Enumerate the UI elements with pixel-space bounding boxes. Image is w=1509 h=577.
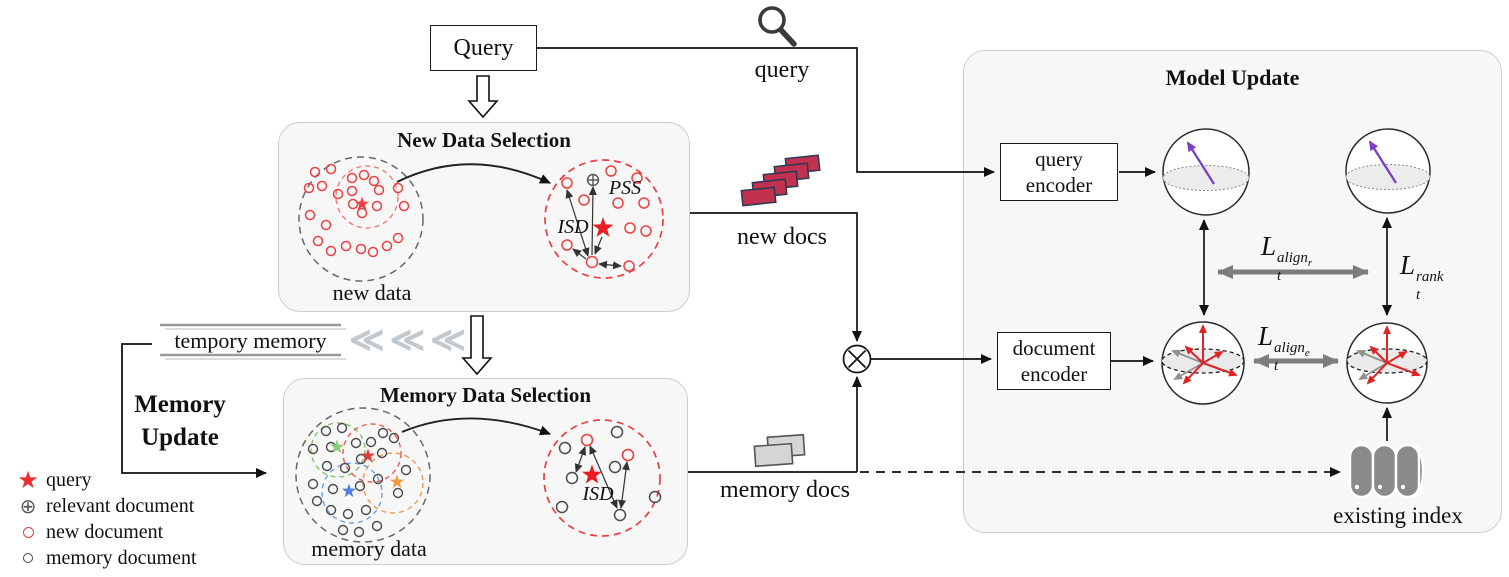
new-data-cluster-label: new data [332, 280, 412, 305]
model-update-title: Model Update [1165, 65, 1300, 90]
legend-label: new document [46, 520, 164, 543]
query-embedding-sphere-current [1162, 128, 1250, 216]
new-docs-stack-icon [740, 154, 821, 207]
legend-row-relevant-document: ⊕ relevant document [10, 493, 197, 519]
document-encoder-label: document encoder [1012, 335, 1096, 386]
legend-row-memory-document: memory document [10, 545, 197, 571]
existing-index-label: existing index [1333, 503, 1463, 528]
existing-index-database-icon [1348, 443, 1425, 499]
new-data-selection-panel: New Data Selection [278, 122, 690, 312]
new-docs-label: new docs [737, 224, 827, 250]
isd-label-new: ISD [557, 216, 589, 238]
legend-row-query: ★ query [10, 467, 197, 493]
query-encoder-box: query encoder [1000, 143, 1118, 201]
memory-data-cluster [295, 407, 551, 543]
tempory-memory-rules [160, 323, 346, 360]
chevrons-icon: ≪≪≪ [349, 322, 471, 359]
memory-update-arrow [121, 343, 267, 478]
query-flow-line [537, 47, 995, 177]
magnifier-icon [758, 6, 797, 47]
memory-update-label: Memory Update [134, 391, 226, 451]
doc-embedding-sphere-previous [1346, 322, 1428, 404]
pss-label: PSS [608, 177, 642, 199]
query-encoder-label: query encoder [1025, 146, 1093, 197]
memory-docs-stack-icon [753, 433, 806, 468]
tempory-memory-label: tempory memory [174, 328, 327, 353]
memory-docs-line [688, 376, 1341, 477]
memory-selected-set [543, 419, 662, 537]
document-encoder-box: document encoder [997, 332, 1111, 390]
legend: ★ query ⊕ relevant document new document… [10, 467, 197, 571]
down-block-arrow-between-panels [461, 315, 493, 376]
legend-label: memory document [46, 546, 197, 569]
isd-label-memory: ISD [582, 483, 614, 505]
legend-label: query [46, 468, 92, 491]
query-line-label: query [754, 57, 810, 83]
memory-data-selection-title: Memory Data Selection [379, 383, 592, 407]
query-star-icon: ★ [17, 466, 39, 494]
new-data-selection-title: New Data Selection [397, 128, 571, 152]
new-data-selected-set [544, 159, 664, 279]
memory-document-icon [23, 553, 33, 563]
relevant-document-glyph [586, 173, 600, 187]
relevant-document-icon: ⊕ [19, 494, 37, 518]
query-embedding-sphere-previous [1345, 128, 1431, 214]
memory-docs-label: memory docs [720, 477, 850, 503]
memory-data-cluster-label: memory data [311, 536, 427, 561]
query-box: Query [430, 25, 537, 71]
new-docs-line [690, 212, 862, 342]
legend-label: relevant document [46, 494, 195, 517]
new-data-cluster [298, 156, 551, 282]
legend-row-new-document: new document [10, 519, 197, 545]
new-document-icon [22, 526, 34, 538]
otimes-combine-icon [842, 344, 872, 374]
query-box-label: Query [453, 34, 514, 61]
down-block-arrow-query [467, 75, 499, 119]
doc-embedding-sphere-current [1161, 321, 1245, 405]
